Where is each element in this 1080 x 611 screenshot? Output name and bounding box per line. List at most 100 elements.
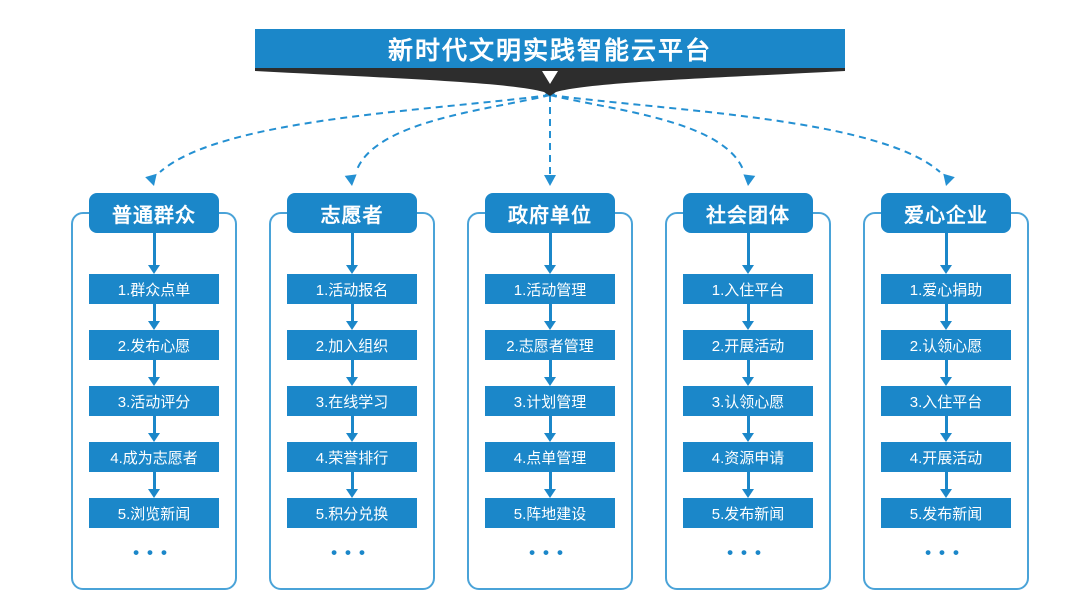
flow-step: 4.资源申请 [683, 442, 813, 472]
flow-step-label: 1.爱心捐助 [909, 281, 983, 299]
flow-step: 1.入住平台 [683, 274, 813, 304]
flow-arrow [940, 304, 952, 330]
arrow-head-icon [346, 265, 358, 274]
flow-step-label: 3.计划管理 [513, 393, 587, 411]
arrow-shaft [944, 472, 948, 489]
flow-step-label: 4.点单管理 [513, 449, 587, 467]
flow-step: 2.志愿者管理 [485, 330, 615, 360]
ellipsis-dots: ••• [133, 543, 175, 562]
arrow-shaft [152, 416, 156, 433]
flow-step-label: 2.认领心愿 [909, 337, 983, 355]
flow-arrow [742, 472, 754, 498]
arrow-shaft [746, 416, 750, 433]
flow-step: 1.群众点单 [89, 274, 219, 304]
arrow-shaft [548, 416, 552, 433]
flow-step-label: 4.开展活动 [909, 449, 983, 467]
column-header: 普通群众 [89, 193, 219, 233]
arrowhead-icon-5 [943, 173, 955, 186]
arrow-shaft [152, 233, 156, 265]
role-column-3: 政府单位 1.活动管理 2.志愿者管理 3.计划管理 4.点单管理 5.阵地建设 ••• [467, 193, 633, 590]
arrow-head-icon [742, 265, 754, 274]
flow-arrow [346, 233, 358, 274]
flow-step-label: 5.阵地建设 [513, 505, 587, 523]
flow-step: 5.发布新闻 [881, 498, 1011, 528]
connector-curve-5 [549, 94, 941, 173]
column-header-label: 志愿者 [320, 204, 384, 227]
arrow-shaft [944, 233, 948, 265]
arrowhead-icon-4 [743, 174, 756, 186]
arrow-shaft [152, 304, 156, 321]
arrow-shaft [548, 360, 552, 377]
column-header: 政府单位 [485, 193, 615, 233]
arrow-shaft [944, 360, 948, 377]
arrow-head-icon [346, 489, 358, 498]
arrow-shaft [350, 416, 354, 433]
flow-step: 2.发布心愿 [89, 330, 219, 360]
arrow-shaft [350, 304, 354, 321]
arrow-shaft [152, 360, 156, 377]
flow-step-label: 2.志愿者管理 [506, 337, 594, 355]
flow-step-label: 4.资源申请 [711, 449, 785, 467]
arrow-head-icon [544, 321, 556, 330]
flow-step-label: 4.荣誉排行 [315, 449, 389, 467]
flow-step-label: 4.成为志愿者 [110, 449, 198, 467]
flow-step-label: 3.认领心愿 [711, 393, 785, 411]
flow-step: 4.成为志愿者 [89, 442, 219, 472]
flow-step: 2.加入组织 [287, 330, 417, 360]
flow-step-label: 5.积分兑换 [315, 505, 389, 523]
flow-step: 5.发布新闻 [683, 498, 813, 528]
flow-arrow [544, 360, 556, 386]
flow-arrow [544, 416, 556, 442]
flow-arrow [940, 360, 952, 386]
flow-arrow [346, 472, 358, 498]
arrow-head-icon [544, 433, 556, 442]
arrow-head-icon [148, 265, 160, 274]
funnel-ribbon [255, 67, 845, 96]
flow-step: 3.活动评分 [89, 386, 219, 416]
ellipsis-dots: ••• [529, 543, 571, 562]
flow-arrow [148, 472, 160, 498]
flow-arrow [544, 304, 556, 330]
arrow-head-icon [940, 489, 952, 498]
arrow-shaft [548, 304, 552, 321]
flow-step: 4.开展活动 [881, 442, 1011, 472]
column-header-label: 社会团体 [706, 204, 790, 227]
flow-step-label: 2.发布心愿 [117, 337, 191, 355]
arrow-head-icon [346, 321, 358, 330]
flow-arrow [148, 416, 160, 442]
platform-title-banner: 新时代文明实践智能云平台 [255, 29, 845, 68]
column-header: 社会团体 [683, 193, 813, 233]
arrow-head-icon [742, 377, 754, 386]
arrow-shaft [350, 360, 354, 377]
arrow-head-icon [544, 377, 556, 386]
flow-arrow [742, 304, 754, 330]
flow-step-label: 1.群众点单 [117, 281, 191, 299]
arrowhead-icon-2 [344, 174, 357, 186]
flow-step: 1.活动报名 [287, 274, 417, 304]
column-header-label: 政府单位 [508, 204, 592, 227]
flow-step-label: 1.活动报名 [315, 281, 389, 299]
flow-step-label: 2.加入组织 [315, 337, 389, 355]
flow-step-label: 1.入住平台 [711, 281, 785, 299]
column-header: 爱心企业 [881, 193, 1011, 233]
ellipsis-dots: ••• [331, 543, 373, 562]
flow-step: 2.认领心愿 [881, 330, 1011, 360]
flow-step: 1.活动管理 [485, 274, 615, 304]
flow-arrow [148, 233, 160, 274]
ellipsis-dots: ••• [727, 543, 769, 562]
arrow-shaft [548, 233, 552, 265]
connector-curve-2 [355, 94, 551, 173]
flow-step: 5.积分兑换 [287, 498, 417, 528]
arrow-head-icon [148, 321, 160, 330]
arrow-head-icon [742, 489, 754, 498]
arrow-head-icon [346, 377, 358, 386]
flow-step: 3.认领心愿 [683, 386, 813, 416]
arrow-shaft [944, 304, 948, 321]
flow-arrow [544, 472, 556, 498]
flow-step-label: 5.发布新闻 [909, 505, 983, 523]
arrow-head-icon [940, 265, 952, 274]
flow-arrow [346, 416, 358, 442]
